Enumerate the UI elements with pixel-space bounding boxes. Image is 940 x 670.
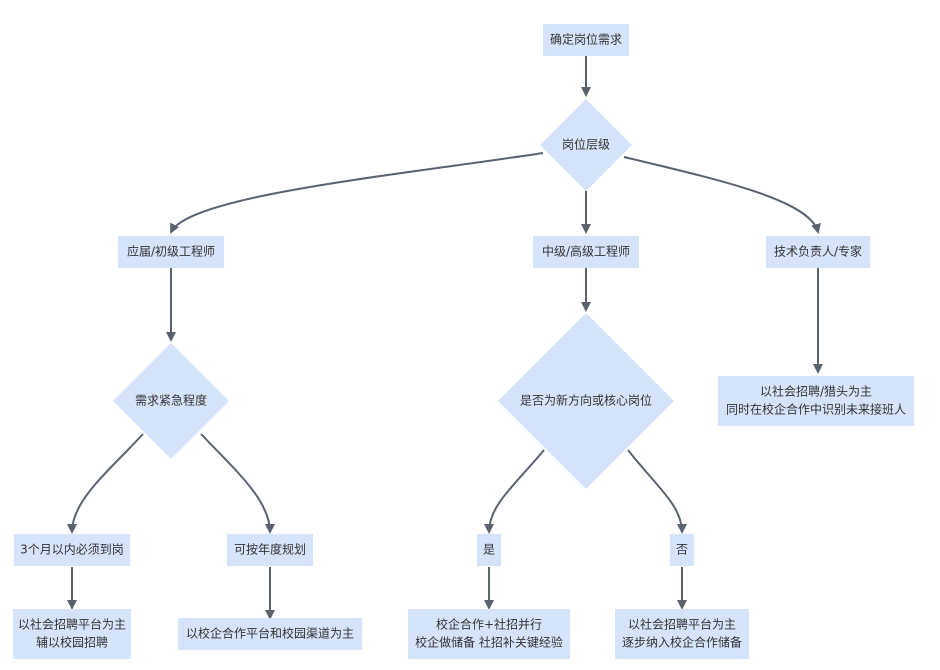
- node-tech-lead: 技术负责人/专家: [766, 236, 870, 268]
- node-urgency-decision-label: 需求紧急程度: [135, 393, 207, 408]
- node-planned-label: 可按年度规划: [234, 542, 306, 557]
- node-level-decision-label: 岗位层级: [562, 137, 610, 152]
- node-mid-senior-engineer-label: 中级/高级工程师: [542, 244, 630, 259]
- node-mid-senior-engineer: 中级/高级工程师: [533, 236, 639, 268]
- node-tech-lead-label: 技术负责人/专家: [774, 244, 862, 259]
- node-lead-result-box: [718, 376, 914, 426]
- edge-newdir-to-yes: [484, 449, 545, 534]
- edge-urgency-to-urgent: [67, 433, 144, 534]
- node-urgent-label: 3个月以内必须到岗: [20, 543, 124, 557]
- node-new-direction-decision: 是否为新方向或核心岗位: [498, 313, 674, 489]
- node-level-decision: 岗位层级: [540, 99, 632, 191]
- node-urgency-decision: 需求紧急程度: [113, 343, 229, 459]
- node-start-label: 确定岗位需求: [550, 32, 622, 47]
- node-mid-senior-engineer-box: [533, 236, 639, 268]
- node-level-decision-diamond: [540, 99, 632, 191]
- node-no: 否: [670, 534, 694, 566]
- node-lead-result-label: 以社会招聘/猎头为主: [760, 384, 872, 399]
- edge-level-to-lead: [623, 156, 821, 234]
- node-urgent-result-box: [13, 609, 131, 659]
- node-yes-box: [477, 534, 501, 566]
- node-planned-box: [227, 534, 313, 566]
- edge-newdir-to-no: [627, 449, 687, 534]
- edges: [67, 56, 823, 620]
- node-no-box: [670, 534, 694, 566]
- node-lead-result-label: 同时在校企合作中识别未来接班人: [726, 402, 906, 417]
- node-no-result-label: 以社会招聘平台为主: [628, 617, 736, 632]
- node-yes-result-label: 校企做储备 社招补关键经验: [415, 635, 563, 650]
- edge-urgency-to-planned: [200, 433, 275, 534]
- node-yes: 是: [477, 534, 501, 566]
- node-new-direction-decision-label: 是否为新方向或核心岗位: [520, 393, 652, 408]
- node-junior-engineer-label: 应届/初级工程师: [127, 244, 215, 259]
- node-urgent-box: [14, 534, 130, 566]
- node-junior-engineer-box: [118, 236, 224, 268]
- node-urgency-decision-diamond: [113, 343, 229, 459]
- node-planned-result: 以校企合作平台和校园渠道为主: [178, 618, 362, 650]
- node-no-result-label: 逐步纳入校企合作储备: [622, 635, 742, 650]
- node-no-label: 否: [676, 543, 688, 557]
- node-yes-result-box: [408, 609, 570, 659]
- edge-level-to-junior: [170, 152, 544, 234]
- node-planned-result-box: [178, 618, 362, 650]
- node-start-box: [543, 24, 629, 56]
- node-yes-label: 是: [483, 543, 495, 557]
- node-urgent: 3个月以内必须到岗: [14, 534, 130, 566]
- node-start: 确定岗位需求: [543, 24, 629, 56]
- node-no-result-box: [615, 609, 749, 659]
- node-planned-result-label: 以校企合作平台和校园渠道为主: [186, 626, 354, 641]
- node-planned: 可按年度规划: [227, 534, 313, 566]
- node-junior-engineer: 应届/初级工程师: [118, 236, 224, 268]
- node-urgent-result-label: 以社会招聘平台为主: [18, 617, 126, 632]
- node-yes-result-label: 校企合作+社招并行: [436, 617, 542, 632]
- node-new-direction-decision-diamond: [498, 313, 674, 489]
- node-urgent-result-label: 辅以校园招聘: [36, 635, 108, 650]
- node-tech-lead-box: [766, 236, 870, 268]
